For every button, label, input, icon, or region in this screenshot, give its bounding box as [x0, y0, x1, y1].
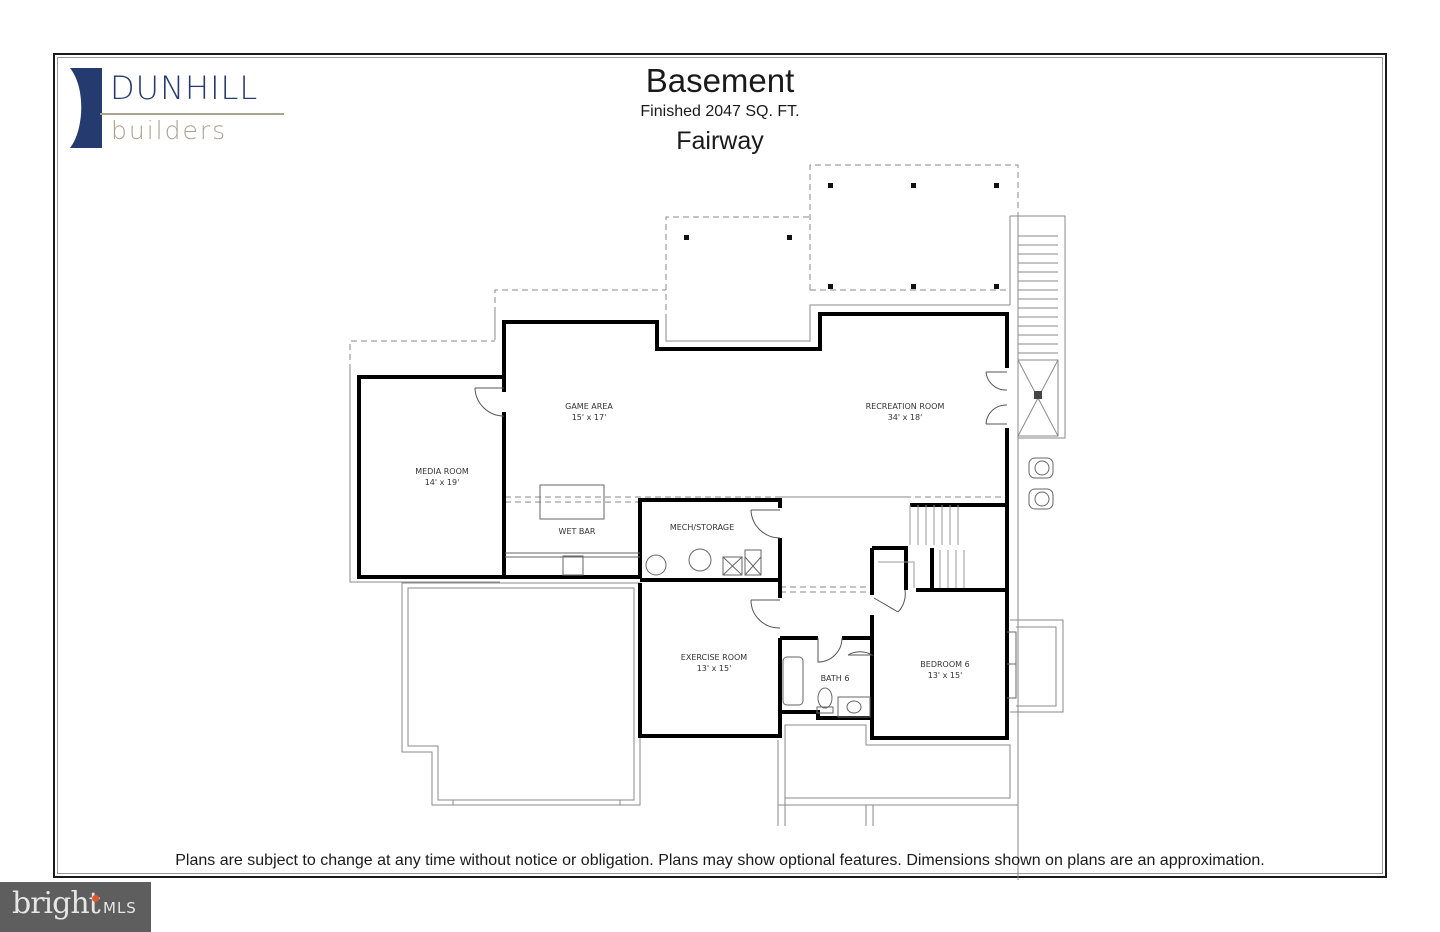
svg-text:15' x 17': 15' x 17' [572, 413, 607, 422]
disclaimer-text: Plans are subject to change at any time … [175, 852, 1265, 869]
watermark-brand: bright [12, 886, 101, 921]
deck-posts [684, 183, 999, 289]
plan-model-name: Fairway [676, 127, 764, 155]
bright-mls-watermark: bright MLS [0, 882, 151, 932]
exterior-stairs [1009, 215, 1066, 439]
drawing-border-inner [57, 57, 1383, 874]
logo-subtitle: builders [111, 116, 228, 145]
plan-title: Basement [645, 62, 795, 99]
room-label-mech: MECH/STORAGE [670, 523, 734, 532]
doors [474, 371, 1008, 663]
logo-crescent-icon [70, 68, 102, 148]
svg-text:13' x 15': 13' x 15' [697, 664, 732, 673]
room-label-bedroom: BEDROOM 6 [920, 660, 969, 669]
drawing-border [53, 53, 1387, 878]
svg-text:13' x 15': 13' x 15' [928, 671, 963, 680]
interior-stairs [878, 505, 965, 588]
room-label-exercise: EXERCISE ROOM [681, 653, 748, 662]
drain-icon [1034, 391, 1042, 399]
room-label-bath: BATH 6 [821, 674, 850, 683]
logo-name: DUNHILL [110, 69, 259, 107]
svg-text:34' x 18': 34' x 18' [888, 413, 923, 422]
room-label-game-area: GAME AREA [565, 402, 613, 411]
plan-title-block: Basement Finished 2047 SQ. FT. Fairway [570, 62, 870, 158]
room-labels: MEDIA ROOM 14' x 19' GAME AREA 15' x 17'… [415, 402, 969, 683]
hvac-unit-icon [1028, 457, 1054, 510]
fixtures [505, 484, 1017, 718]
room-label-media: MEDIA ROOM [415, 467, 469, 476]
dunhill-logo: DUNHILL builders [66, 68, 296, 150]
svg-text:14' x 19': 14' x 19' [425, 478, 460, 487]
south-patio [777, 724, 1019, 826]
stair-treads [1018, 235, 1058, 354]
watermark-dot-icon [92, 895, 99, 902]
plan-square-footage: Finished 2047 SQ. FT. [640, 103, 800, 120]
logo-divider [100, 113, 284, 115]
room-label-wet-bar: WET BAR [559, 527, 596, 536]
watermark-suffix: MLS [103, 899, 137, 917]
garage [401, 582, 641, 806]
room-label-recreation: RECREATION ROOM [866, 402, 945, 411]
